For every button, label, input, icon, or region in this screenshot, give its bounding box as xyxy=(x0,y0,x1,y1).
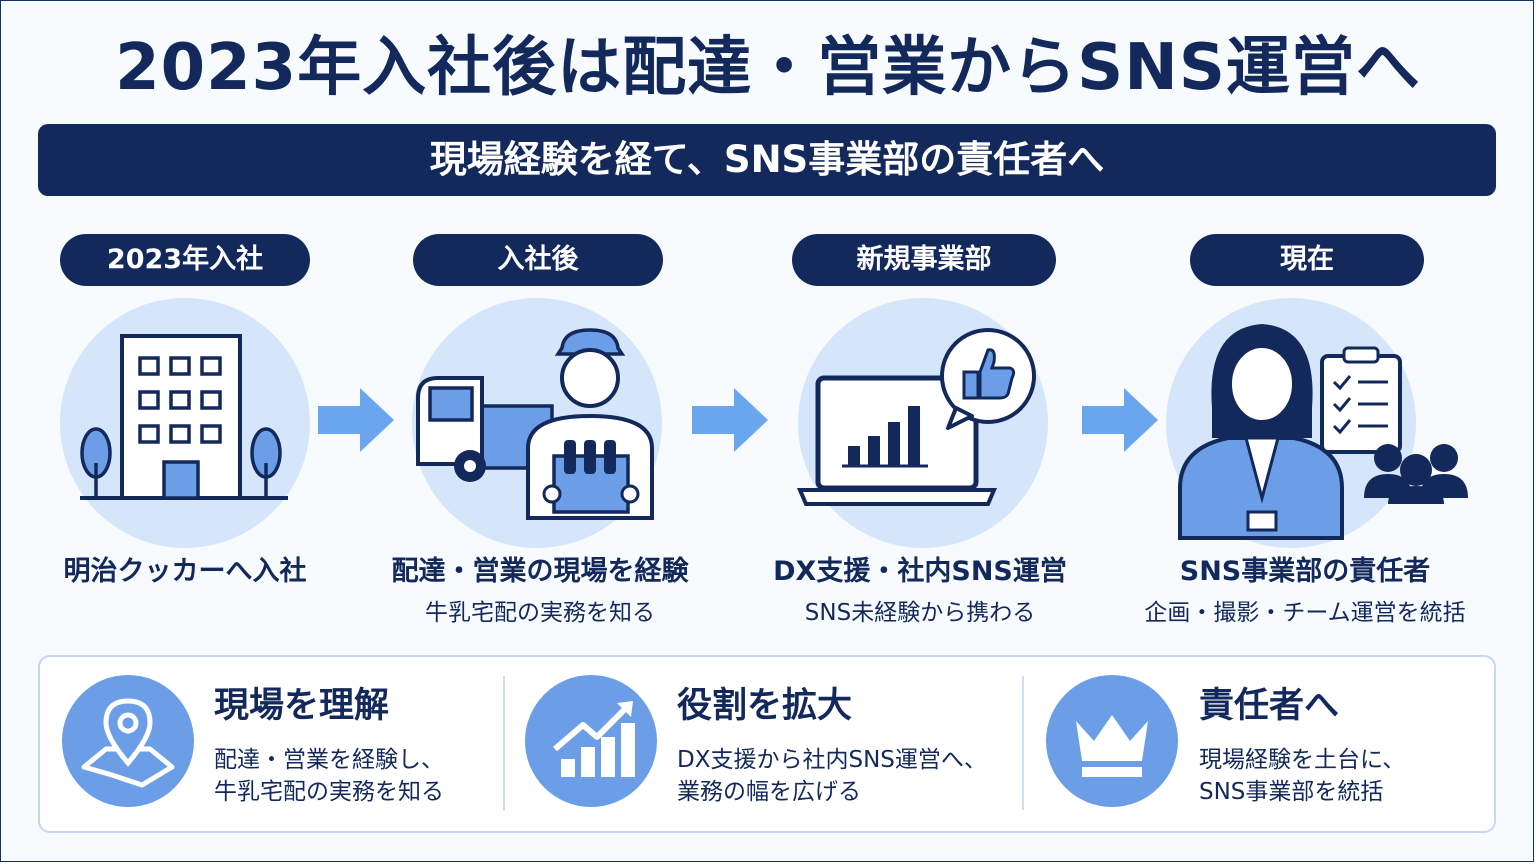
step-main-current: SNS事業部の責任者 xyxy=(1179,556,1431,587)
step-sub-new-division: SNS未経験から携わる xyxy=(804,600,1036,626)
step-label-join: 2023年入社 xyxy=(60,234,310,286)
step-sub-current: 企画・撮影・チーム運営を統括 xyxy=(1144,600,1466,626)
laptop-like-icon xyxy=(796,328,1036,506)
step-main-join: 明治クッカーへ入社 xyxy=(63,556,307,587)
step-circle-after-join xyxy=(412,298,662,548)
summary-panel xyxy=(38,655,1496,833)
summary-text-understand-1: 配達・営業を経験し、 xyxy=(214,747,444,773)
summary-text-expand-1: DX支援から社内SNS運営へ、 xyxy=(677,747,987,773)
summary-heading-expand: 役割を拡大 xyxy=(677,686,853,726)
summary-text-expand-2: 業務の幅を広げる xyxy=(677,779,861,805)
step-circle-join xyxy=(60,298,310,548)
step-label-after-join: 入社後 xyxy=(413,234,663,286)
office-building-icon xyxy=(80,334,288,500)
subtitle-banner: 現場経験を経て、SNS事業部の責任者へ xyxy=(38,124,1496,196)
summary-heading-leader: 責任者へ xyxy=(1199,686,1340,726)
page-title: 2023年入社後は配達・営業からSNS運営へ xyxy=(115,31,1421,105)
summary-divider xyxy=(1022,676,1024,810)
map-pin-icon xyxy=(81,698,175,788)
step-label-new-division: 新規事業部 xyxy=(792,234,1056,286)
delivery-worker-icon xyxy=(416,328,654,520)
step-circle-current xyxy=(1166,298,1468,548)
summary-divider xyxy=(503,676,505,810)
summary-icon-understand xyxy=(62,675,194,807)
crown-icon xyxy=(1076,715,1148,777)
summary-heading-understand: 現場を理解 xyxy=(214,686,390,726)
summary-text-leader-2: SNS事業部を統括 xyxy=(1199,779,1384,805)
step-main-new-division: DX支援・社内SNS運営 xyxy=(773,556,1067,587)
summary-text-understand-2: 牛乳宅配の実務を知る xyxy=(214,779,444,805)
step-sub-after-join: 牛乳宅配の実務を知る xyxy=(425,600,655,626)
summary-text-leader-1: 現場経験を土台に、 xyxy=(1199,747,1406,773)
summary-icon-leader xyxy=(1046,675,1178,807)
growth-chart-icon xyxy=(553,701,635,777)
step-circle-new-division xyxy=(796,298,1048,548)
step-main-after-join: 配達・営業の現場を経験 xyxy=(391,556,689,587)
arrow-right-icon xyxy=(692,388,768,452)
manager-team-icon xyxy=(1178,324,1468,540)
step-label-current: 現在 xyxy=(1190,234,1424,286)
summary-icon-expand xyxy=(525,675,657,807)
arrow-right-icon xyxy=(318,388,394,452)
arrow-right-icon xyxy=(1082,388,1158,452)
